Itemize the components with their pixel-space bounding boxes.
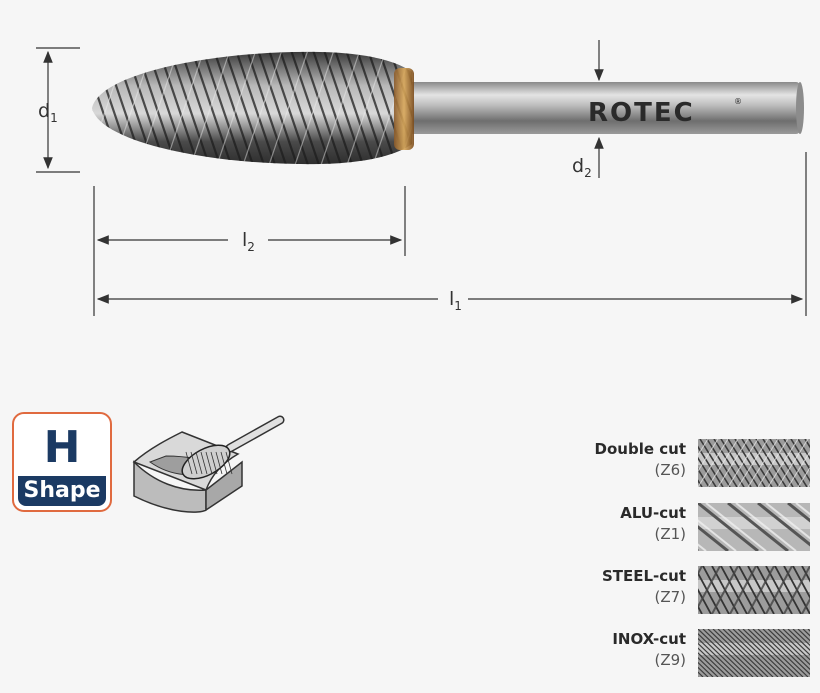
cut-code: (Z1) bbox=[654, 525, 686, 543]
cut-name: Double cut bbox=[594, 440, 686, 458]
dimension-d1 bbox=[36, 47, 80, 173]
cut-name: ALU-cut bbox=[620, 504, 686, 522]
extension-lines bbox=[93, 152, 807, 316]
tool-shank: ROTEC ® bbox=[400, 82, 804, 134]
cut-code: (Z7) bbox=[654, 588, 686, 606]
shape-letter: H bbox=[43, 422, 81, 473]
rotec-logo: ROTEC bbox=[588, 98, 695, 128]
alu-cut-swatch bbox=[698, 503, 810, 551]
steel-cut-swatch bbox=[698, 566, 810, 614]
registered-mark: ® bbox=[734, 97, 742, 106]
cut-code: (Z9) bbox=[654, 651, 686, 669]
shape-label: Shape bbox=[18, 476, 106, 506]
application-illustration bbox=[132, 415, 285, 513]
d1-label: d1 bbox=[38, 100, 58, 125]
double-cut-swatch bbox=[698, 439, 810, 487]
d2-label: d2 bbox=[572, 155, 592, 180]
cut-name: STEEL-cut bbox=[601, 567, 686, 585]
inox-cut-swatch bbox=[698, 629, 810, 677]
burr-head bbox=[92, 51, 414, 165]
l1-label: l1 bbox=[449, 288, 462, 313]
collar bbox=[394, 68, 414, 150]
l2-label: l2 bbox=[242, 229, 255, 254]
cut-name: INOX-cut bbox=[612, 630, 686, 648]
cut-code: (Z6) bbox=[654, 461, 686, 479]
shape-badge: H Shape bbox=[12, 412, 112, 512]
